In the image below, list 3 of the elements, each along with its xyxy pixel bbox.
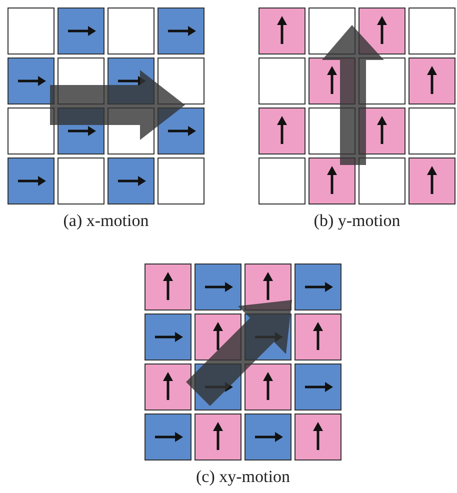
panel-caption: (a) x-motion: [63, 211, 149, 231]
panel-caption: (c) xy-motion: [196, 467, 290, 487]
panel-caption: (b) y-motion: [314, 211, 400, 231]
